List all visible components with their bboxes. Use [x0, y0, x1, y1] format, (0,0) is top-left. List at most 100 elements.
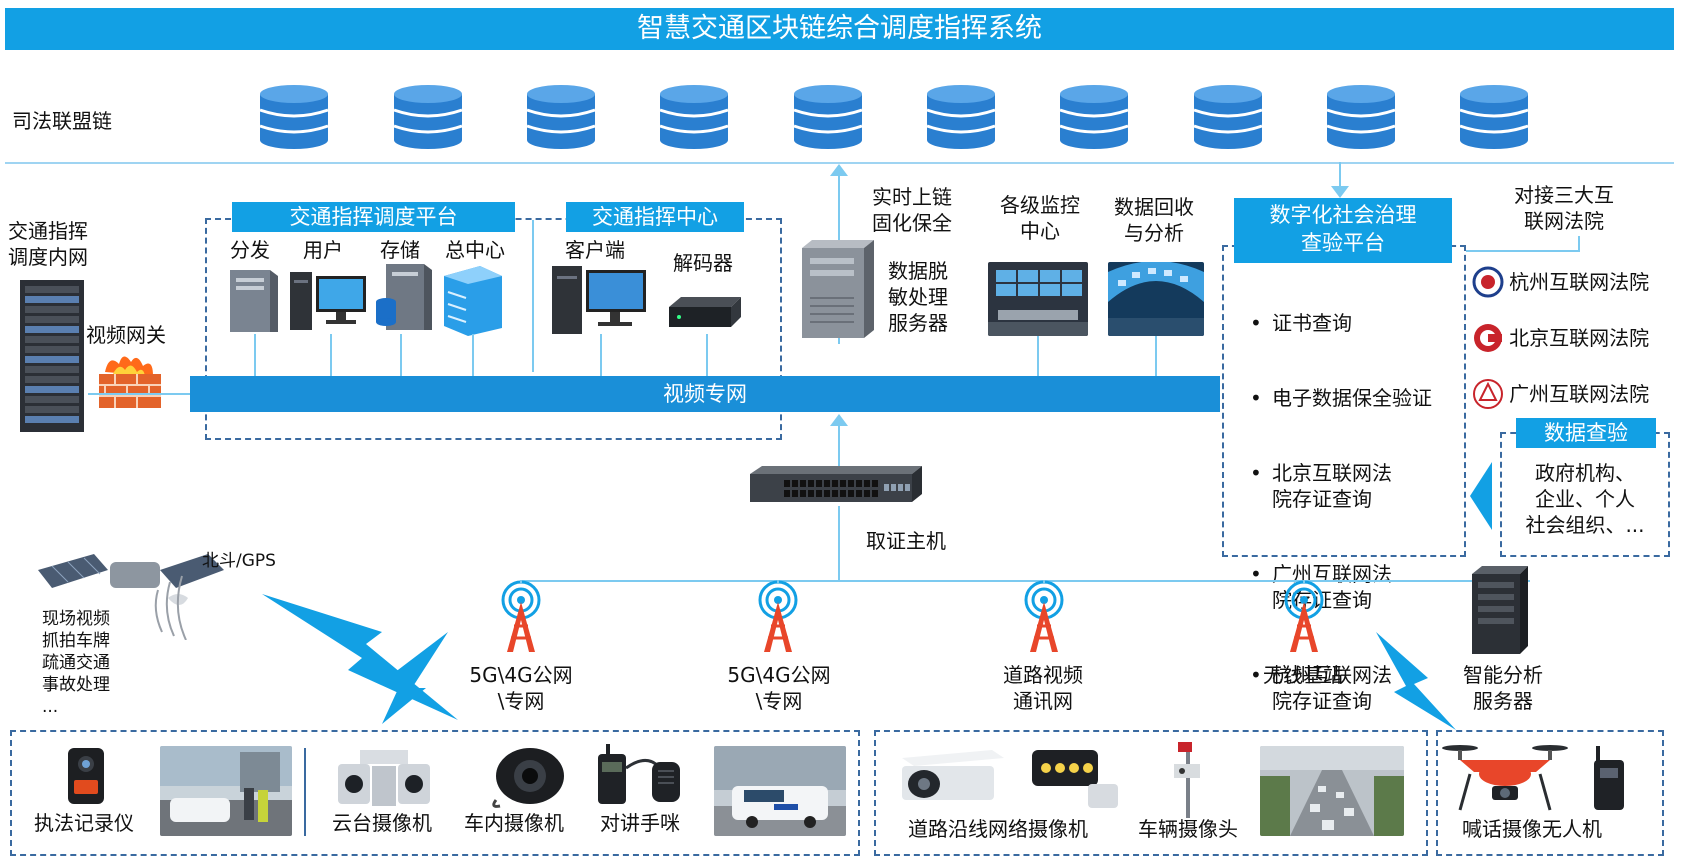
monitor-center-photo — [988, 262, 1088, 336]
gateway-link — [88, 393, 190, 395]
device-link — [706, 334, 708, 376]
satellite-tasks: 现场视频 抓拍车牌 疏通交通 事故处理 ... — [42, 609, 110, 717]
device-label: 云台摄像机 — [332, 811, 432, 835]
tower-link — [1043, 580, 1045, 584]
device-label: 车辆摄像头 — [1138, 817, 1238, 841]
cell-tower-icon — [758, 580, 798, 652]
switch-downlink — [838, 506, 840, 580]
database-icon — [1059, 85, 1129, 149]
dome-camera-icon — [492, 748, 564, 808]
gov-item: 杭州互联网法 院存证查询 — [1246, 662, 1432, 714]
device-label: 喊话摄像无人机 — [1462, 817, 1602, 841]
center-title: 交通指挥中心 — [566, 202, 744, 232]
recycle-drop — [1155, 336, 1157, 376]
user-pc-icon — [290, 272, 366, 330]
gov-item: 证书查询 — [1246, 310, 1432, 336]
client-pc-icon — [552, 266, 646, 334]
database-icon — [393, 85, 463, 149]
database-icon — [926, 85, 996, 149]
analysis-server-icon — [1472, 566, 1528, 654]
analysis-server-label: 智能分析 服务器 — [1463, 663, 1543, 713]
label-client: 客户端 — [565, 238, 625, 262]
court-guangzhou: 广州互联网法院 — [1472, 378, 1649, 410]
courts-link — [1466, 250, 1580, 252]
switch-icon — [750, 466, 922, 502]
court-beijing: 北京互联网法院 — [1472, 322, 1649, 354]
device-link — [600, 334, 602, 376]
uplink-label: 实时上链 固化保全 — [872, 185, 952, 235]
firewall-icon — [99, 356, 161, 408]
device-label: 对讲手咪 — [600, 811, 680, 835]
device-label: 车内摄像机 — [464, 811, 564, 835]
tower-link — [520, 580, 522, 584]
verify-body: 政府机构、 企业、个人 社会组织、... — [1525, 461, 1645, 537]
database-icon — [1459, 85, 1529, 149]
decoder-icon — [669, 297, 741, 327]
bodycam-icon — [68, 748, 104, 804]
platform-divider — [532, 220, 534, 372]
label-distribute: 分发 — [230, 238, 270, 262]
tower-label: 道路视频 通讯网 — [1003, 663, 1083, 713]
hq-server-icon — [444, 266, 502, 336]
database-icon — [1193, 85, 1263, 149]
tower-bus — [520, 580, 1530, 582]
server-rack-icon — [20, 280, 84, 432]
recycle-label: 数据回收 与分析 — [1114, 195, 1194, 245]
database-icon — [526, 85, 596, 149]
verify-title: 数据查验 — [1516, 418, 1656, 448]
server-label: 数据脱 敏处理 服务器 — [888, 259, 948, 335]
database-icon — [659, 85, 729, 149]
beijing-court-emblem-icon — [1474, 324, 1502, 352]
recycle-center-photo — [1108, 262, 1204, 336]
courts-title: 对接三大互 联网法院 — [1514, 183, 1614, 233]
video-network-bar: 视频专网 — [190, 376, 1220, 412]
gov-arrow-icon — [1331, 186, 1349, 198]
courts-stem — [1578, 236, 1580, 250]
guangzhou-court-emblem-icon — [1473, 379, 1503, 409]
chain-divider — [5, 162, 1674, 164]
device-label: 执法记录仪 — [34, 811, 134, 835]
verify-arrow-icon — [1470, 462, 1492, 530]
cell-tower-icon — [1284, 580, 1324, 652]
cell-tower-icon — [501, 580, 541, 652]
traffic-police-photo — [160, 746, 292, 836]
switch-label: 取证主机 — [866, 529, 946, 553]
device-link — [400, 334, 402, 376]
device-link — [472, 334, 474, 376]
device-link — [330, 334, 332, 376]
tower-link — [1303, 580, 1305, 584]
satellite-label: 北斗/GPS — [202, 551, 276, 571]
tower-label: 5G\4G公网 \专网 — [469, 663, 573, 713]
tower-label: 无线基站 — [1263, 663, 1343, 687]
gov-item: 广州互联网法 院存证查询 — [1246, 561, 1432, 613]
drone-icon — [1442, 745, 1568, 811]
device-group-box — [874, 730, 1428, 856]
court-hangzhou: 杭州互联网法院 — [1472, 266, 1649, 298]
lightning-icon — [1376, 632, 1456, 730]
switch-uplink — [838, 422, 840, 466]
desensitize-server-icon — [802, 240, 874, 338]
monitor-label: 各级监控 中心 — [1000, 193, 1080, 243]
roadside-camera-icon — [902, 750, 1004, 800]
bullet-camera-icon — [1032, 750, 1118, 808]
gov-title: 数字化社会治理 查验平台 — [1234, 198, 1452, 263]
gov-item-list: 证书查询 电子数据保全验证 北京互联网法 院存证查询 广州互联网法 院存证查询 … — [1246, 272, 1432, 744]
label-storage: 存储 — [380, 238, 420, 262]
hangzhou-court-emblem-icon — [1472, 266, 1504, 298]
network-title: 交通指挥 调度内网 — [8, 219, 88, 269]
distribute-server-icon — [230, 270, 278, 332]
satellite-icon — [38, 554, 224, 605]
ptz-camera-icon — [338, 750, 430, 806]
label-decoder: 解码器 — [673, 251, 733, 275]
platform-title: 交通指挥调度平台 — [232, 202, 515, 232]
signal-waves-icon — [154, 575, 187, 640]
lightning-icon — [382, 632, 448, 724]
device-group-box — [10, 730, 860, 856]
gateway-label: 视频网关 — [86, 323, 166, 347]
gov-item: 北京互联网法 院存证查询 — [1246, 460, 1432, 512]
label-user: 用户 — [303, 238, 343, 262]
vehicle-camera-pole-icon — [1174, 742, 1200, 818]
road-traffic-photo — [1260, 746, 1404, 836]
switch-arrow-icon — [830, 414, 848, 426]
tower-link — [777, 580, 779, 584]
